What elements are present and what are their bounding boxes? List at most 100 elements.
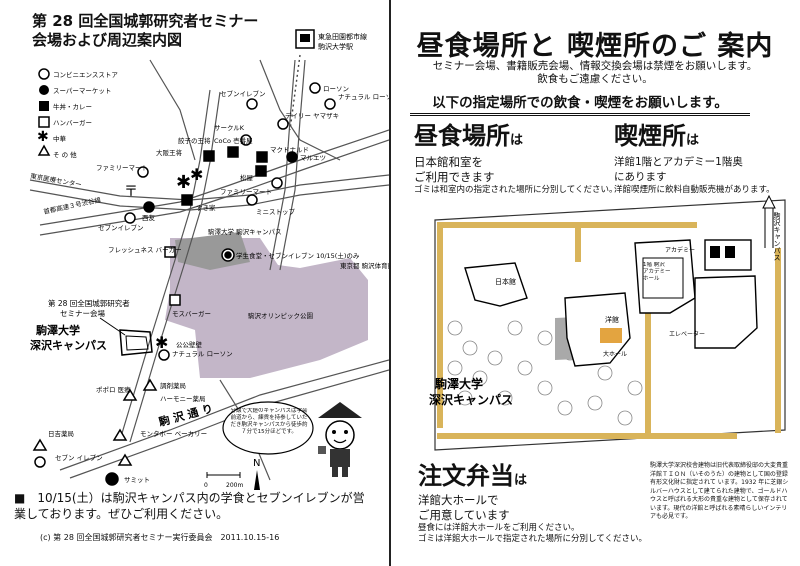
svg-text:ファミリーマート: ファミリーマート (220, 188, 272, 196)
svg-text:学生食堂・セブンイレブン 10/15(土)のみ: 学生食堂・セブンイレブン 10/15(土)のみ (236, 251, 360, 260)
svg-text:ローソン: ローソン (323, 85, 349, 93)
chinese3-marker-icon: ✱ (155, 333, 168, 352)
chinese2-marker-icon: ✱ (190, 165, 203, 184)
designated-area-band: 以下の指定場所での飲食・喫煙をお願いします。 (410, 91, 750, 116)
svg-text:牛丼・カレー: 牛丼・カレー (53, 102, 92, 111)
svg-text:エレベーター: エレベーター (669, 330, 705, 338)
svg-text:スーパーマーケット: スーパーマーケット (53, 87, 111, 95)
no-smoking-notice: セミナー会場、書籍販売会場、情報交換会場は禁煙をお願いします。 飲食もご遠慮くだ… (432, 60, 758, 85)
svg-text:ハンバーガー: ハンバーガー (53, 118, 92, 127)
svg-text:ファミリーマート: ファミリーマート (96, 164, 148, 172)
mcdonalds-marker (256, 151, 268, 163)
svg-text:松屋: 松屋 (240, 173, 254, 182)
daily-marker (277, 118, 289, 130)
svg-text:フレッシュネス バーガー: フレッシュネス バーガー (108, 245, 182, 254)
natural-lawson-marker (324, 98, 336, 110)
svg-text:調剤薬局: 調剤薬局 (160, 381, 186, 390)
natural2-marker (158, 349, 170, 361)
right-title: 昼食場所と 喫煙所のご 案内 (416, 31, 774, 62)
svg-text:西友: 西友 (142, 213, 156, 222)
campus-title-2: 深沢キャンパス (429, 392, 513, 407)
page-divider (389, 0, 391, 566)
speech-bubble (222, 401, 314, 455)
bubble-text: 分譲で大鎧のキャンパスは学会前道から、練貨を持参していただき駒沢キャンパスから徒… (230, 408, 308, 435)
campus-label-2: 深沢キャンパス (30, 338, 107, 352)
lunch-section: 昼食場所は 日本館和室を ご利用できます ゴミは和室内の指定された場所に分別して… (414, 122, 618, 195)
mos-marker (169, 294, 181, 306)
svg-text:駒沢オリンピック公園: 駒沢オリンピック公園 (248, 311, 313, 320)
legend-burger-icon (38, 116, 50, 128)
svg-text:日本館: 日本館 (495, 277, 516, 286)
campus-label-1: 駒澤大学 (36, 323, 80, 337)
left-title: 第 28 回全国城郭研究者セミナー 会場および周辺案内図 (32, 12, 259, 49)
campus-map[interactable]: 日本館 洋館 大ホール アカデミー 1階 駒沢 アカデミー ホール エレベーター… (395, 188, 795, 458)
sukiya-marker (181, 194, 193, 206)
legend-chinese-icon: ✱ (37, 129, 49, 145)
seven-marker (246, 98, 258, 110)
smoking-section: 喫煙所は 洋館1階とアカデミー1階奥 にあります 洋館喫煙所に飲料自動販売機があ… (614, 122, 775, 195)
seiyu-marker (143, 201, 155, 213)
montabo-marker (117, 453, 133, 466)
familymart2-marker (271, 177, 283, 189)
svg-text:コンビニエンスストア: コンビニエンスストア (53, 70, 118, 79)
legend-gyudon-icon (39, 101, 49, 111)
svg-text:ナチュラル ローソン: ナチュラル ローソン (172, 350, 233, 358)
hedge-pattern (437, 222, 781, 439)
svg-text:サミット: サミット (124, 476, 150, 484)
yokan-smoking-area (600, 328, 622, 343)
garden-trees (447, 320, 643, 426)
campus-title-1: 駒澤大学 (435, 376, 483, 391)
svg-text:セブンイレブン: セブンイレブン (98, 223, 144, 232)
svg-text:モスバーガー: モスバーガー (172, 309, 211, 318)
maruetsu-marker (286, 151, 298, 163)
svg-text:大阪王将: 大阪王将 (156, 148, 183, 157)
svg-text:東京都 駒沢体育館: 東京都 駒沢体育館 (340, 261, 389, 270)
seminar-label-1: 第 28 回全国城郭研究者 (48, 298, 130, 308)
matsuya-marker (255, 165, 267, 177)
post-office-icon: 〒 (124, 184, 138, 200)
gyoza-marker (203, 150, 215, 162)
svg-text:餃子の王将: 餃子の王将 (178, 136, 211, 145)
academy-hall-building (694, 275, 758, 349)
lunch-title: 昼食場所 (414, 122, 510, 150)
hiyoshi-marker (32, 438, 48, 451)
area-map[interactable]: 東急田園都市線 駒沢大学駅 ✱ コンビニエンスストア スーパーマーケット 牛丼・… (0, 0, 389, 490)
seven2-marker (124, 212, 136, 224)
svg-text:そ の 他: そ の 他 (53, 150, 77, 159)
svg-text:洋館: 洋館 (605, 315, 619, 324)
svg-text:200m: 200m (226, 482, 243, 489)
svg-text:中華: 中華 (53, 134, 67, 143)
bento-title: 注文弁当 (418, 462, 514, 490)
seven3-marker (34, 456, 46, 468)
other2-marker (122, 388, 138, 401)
other3-marker (112, 428, 128, 441)
svg-text:ミニストップ: ミニストップ (256, 208, 296, 216)
svg-text:すき家: すき家 (196, 203, 216, 212)
svg-text:東京医療センター: 東京医療センター (30, 171, 83, 189)
svg-text:サークルK: サークルK (214, 124, 245, 132)
legend-supermarket-icon (39, 85, 49, 95)
svg-text:0: 0 (204, 482, 208, 489)
smoking-title: 喫煙所 (614, 122, 686, 150)
footer-notice: ■ 10/15(土）は駒沢キャンパス内の学食とセブンイレブンが営 業しております… (14, 491, 365, 521)
circlek-marker (240, 134, 252, 146)
svg-text:マルエツ: マルエツ (300, 154, 326, 162)
svg-text:駒澤大学 駒沢キャンパス: 駒澤大学 駒沢キャンパス (208, 227, 282, 236)
castle-mascot-icon (318, 402, 362, 477)
svg-text:公公壁壁: 公公壁壁 (176, 340, 203, 349)
svg-text:セブン イレブン: セブン イレブン (55, 453, 103, 462)
pharmacy-marker (142, 378, 158, 391)
svg-text:日吉薬局: 日吉薬局 (48, 429, 74, 438)
station-name-label: 駒沢大学駅 (318, 42, 353, 51)
legend-convenience-icon (38, 68, 50, 80)
svg-text:アカデミー: アカデミー (665, 246, 695, 254)
campus-region (165, 238, 368, 378)
north-arrow-icon (254, 470, 260, 490)
legend: ✱ コンビニエンスストア スーパーマーケット 牛丼・カレー ハンバーガー 中華 … (37, 68, 118, 159)
chinese-marker-icon: ✱ (176, 172, 191, 193)
svg-text:モンタボー ベーカリー: モンタボー ベーカリー (140, 429, 207, 438)
familymart-marker (137, 166, 149, 178)
svg-text:ナチュラル ローソン: ナチュラル ローソン (338, 93, 389, 101)
coco-marker (227, 146, 239, 158)
nihonkan-building (464, 262, 528, 307)
